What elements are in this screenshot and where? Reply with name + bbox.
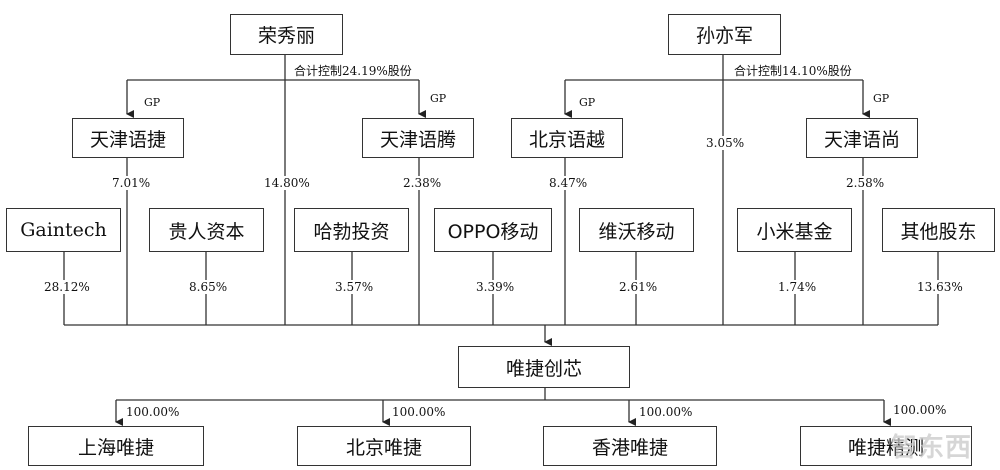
pct-sub-shanghai: 100.00% bbox=[126, 405, 180, 419]
control-note-sun: 合计控制14.10%股份 bbox=[734, 62, 852, 79]
gp-label-yujie: GP bbox=[144, 96, 161, 109]
pct-oppo: 3.39% bbox=[476, 280, 515, 294]
pct-others: 13.63% bbox=[917, 280, 963, 294]
partnership-tianjin-yujie: 天津语捷 bbox=[72, 118, 184, 158]
pct-sun-direct: 3.05% bbox=[706, 136, 745, 150]
pct-yuteng: 2.38% bbox=[403, 176, 442, 190]
partnership-beijing-yuyue: 北京语越 bbox=[511, 118, 623, 158]
gp-label-yuteng: GP bbox=[430, 92, 447, 105]
gp-label-yuyue: GP bbox=[579, 96, 596, 109]
pct-xiaomi: 1.74% bbox=[778, 280, 817, 294]
subsidiary-vanchip-jingce: 唯捷精测 bbox=[800, 426, 972, 466]
pct-guiren: 8.65% bbox=[189, 280, 228, 294]
partnership-tianjin-yuteng: 天津语腾 bbox=[362, 118, 474, 158]
pct-yuyue: 8.47% bbox=[549, 176, 588, 190]
shareholder-guiren-capital: 贵人资本 bbox=[149, 208, 264, 252]
person-sun-yijun: 孙亦军 bbox=[668, 14, 781, 55]
pct-sub-jingce: 100.00% bbox=[893, 403, 947, 417]
pct-yujie: 7.01% bbox=[112, 176, 151, 190]
pct-yushang: 2.58% bbox=[846, 176, 885, 190]
pct-vivo: 2.61% bbox=[619, 280, 658, 294]
pct-sub-hongkong: 100.00% bbox=[639, 405, 693, 419]
person-rong-xiuli: 荣秀丽 bbox=[230, 14, 343, 55]
control-note-rong: 合计控制24.19%股份 bbox=[294, 62, 412, 79]
pct-habo: 3.57% bbox=[335, 280, 374, 294]
shareholder-xiaomi-fund: 小米基金 bbox=[737, 208, 852, 252]
company-vanchip: 唯捷创芯 bbox=[458, 346, 630, 388]
watermark-logo: 智东西 bbox=[890, 433, 972, 463]
pct-rong-direct: 14.80% bbox=[264, 176, 310, 190]
shareholder-oppo: OPPO移动 bbox=[434, 208, 552, 252]
pct-gaintech: 28.12% bbox=[44, 280, 90, 294]
subsidiary-hongkong-vanchip: 香港唯捷 bbox=[543, 426, 717, 466]
shareholder-habo-investment: 哈勃投资 bbox=[294, 208, 409, 252]
gp-label-yushang: GP bbox=[873, 92, 890, 105]
shareholder-gaintech: Gaintech bbox=[6, 208, 121, 252]
partnership-tianjin-yushang: 天津语尚 bbox=[806, 118, 918, 158]
subsidiary-shanghai-vanchip: 上海唯捷 bbox=[28, 426, 204, 466]
subsidiary-beijing-vanchip: 北京唯捷 bbox=[297, 426, 471, 466]
shareholder-others: 其他股东 bbox=[882, 208, 995, 252]
shareholder-vivo: 维沃移动 bbox=[579, 208, 694, 252]
pct-sub-beijing: 100.00% bbox=[392, 405, 446, 419]
